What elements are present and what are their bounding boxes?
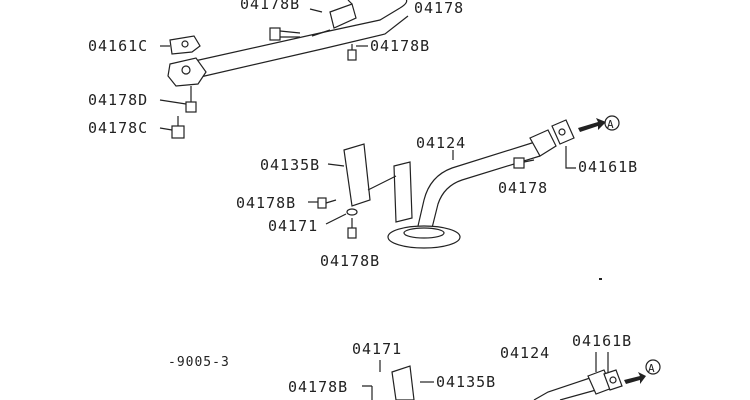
leader-bolt-d [159,99,187,105]
middle-gasket-b [551,119,575,145]
label-ref-code: -9005-3 [168,355,230,370]
bottom-oil-pipe [533,377,597,400]
label-bolt-b-bottom: 04178B [320,252,380,270]
arrow-to-ref-a2: A [624,359,661,384]
leader-washer [325,213,347,225]
label-bracket: 04135B [260,156,320,174]
ref-mark-a2: A [648,362,656,375]
middle-bolt [513,157,535,169]
leader-bolt-b-2 [362,385,373,400]
label-pipe-2: 04124 [500,344,550,362]
label-bolt-d: 04178D [88,91,148,109]
label-washer-2: 04171 [352,340,402,358]
leader-gasket-right [565,146,576,169]
middle-oil-pipe [417,141,541,229]
label-washer: 04171 [268,217,318,235]
bottom-gasket [603,369,623,391]
middle-flange [529,129,557,157]
upper-bolt-top [269,27,301,41]
label-bolt-right-top: 04178B [370,37,430,55]
middle-bracket [343,143,413,223]
label-gasket-2: 04161B [572,332,632,350]
upper-bolt-c [171,116,185,139]
upper-gasket-c [169,35,201,55]
ref-mark-a1: A [607,118,615,131]
leader-top-bolt [309,8,323,13]
label-bolt-b-left: 04178B [236,194,296,212]
leader-bolt-c [159,127,173,131]
upper-oil-pipe [189,0,409,79]
strainer-screen [387,225,461,249]
label-gasket-left: 04161C [88,37,148,55]
label-gasket-right: 04161B [578,158,638,176]
label-top-bolt: 04178B [240,0,300,13]
label-bolt-c: 04178C [88,119,148,137]
middle-bolt-b-bottom [347,218,357,239]
upper-bolt-right [347,44,357,61]
label-bolt-mid: 04178 [498,179,548,197]
label-bracket-2: 04135B [436,373,496,391]
upper-bolt-d [185,86,197,113]
label-top-right: 04178 [414,0,464,17]
upper-bracket [311,0,357,37]
scan-speck [599,278,602,280]
leader-bracket [327,163,345,167]
label-pipe-main: 04124 [416,134,466,152]
middle-washer [346,208,358,216]
label-bolt-b-2: 04178B [288,378,348,396]
bottom-bracket [391,365,415,400]
arrow-to-ref-a1: A [578,115,620,132]
upper-left-flange [167,57,207,87]
middle-bolt-b-left [317,197,337,209]
